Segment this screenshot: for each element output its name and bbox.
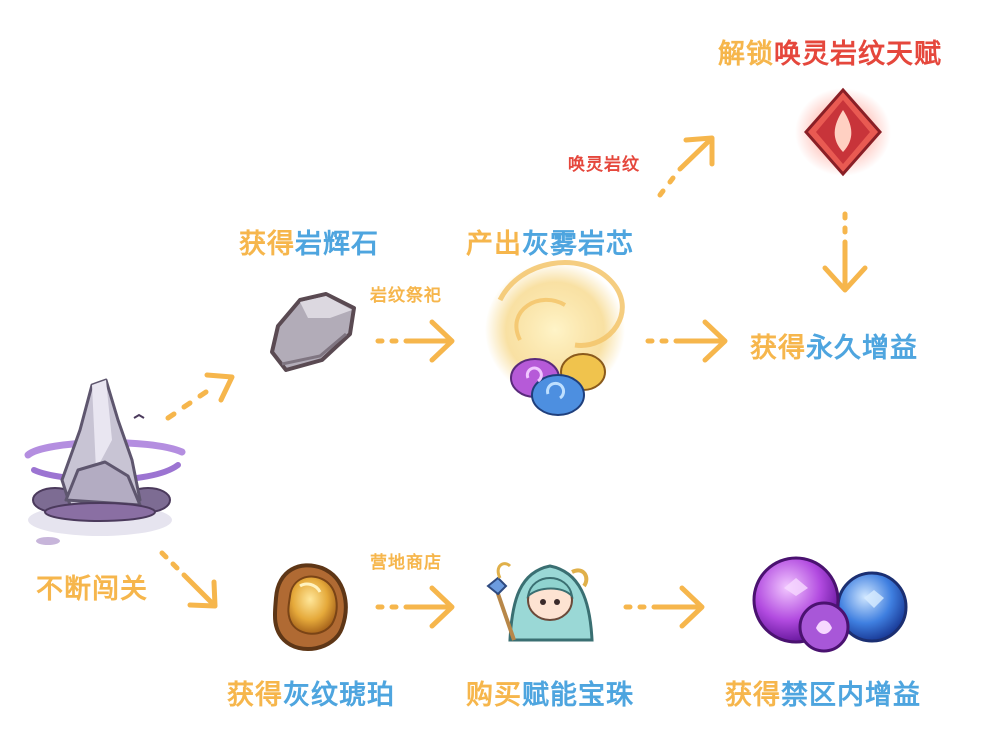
label-permanent: 获得永久增益	[750, 326, 918, 365]
label-core: 产出灰雾岩芯	[466, 222, 634, 261]
purple-blue-orbs-icon	[752, 556, 908, 653]
arrow-amber-to-orb	[375, 585, 455, 629]
label-rock-prefix: 获得	[239, 229, 295, 260]
label-permanent-highlight: 永久增益	[806, 333, 918, 364]
label-amber-highlight: 灰纹琥珀	[283, 680, 395, 711]
edge-label-core-to-talent: 唤灵岩纹	[568, 155, 640, 175]
label-amber-prefix: 获得	[227, 680, 283, 711]
label-core-highlight: 灰雾岩芯	[522, 229, 634, 260]
label-talent-prefix: 解锁	[718, 39, 774, 70]
label-core-prefix: 产出	[466, 229, 522, 260]
red-crystal-talent-icon	[795, 87, 891, 177]
label-stage: 不断闯关	[36, 574, 148, 605]
label-rock: 获得岩辉石	[239, 222, 379, 261]
arrow-stage-to-rock	[165, 372, 235, 421]
rocky-mountain-icon	[24, 378, 186, 545]
arrow-stage-to-amber	[159, 550, 218, 609]
label-orb-highlight: 赋能宝珠	[522, 680, 634, 711]
label-rock-highlight: 岩辉石	[295, 229, 379, 260]
label-permanent-prefix: 获得	[750, 333, 806, 364]
label-orb: 购买赋能宝珠	[466, 673, 634, 712]
label-zone: 获得禁区内增益	[725, 673, 921, 712]
arrow-core-to-talent	[657, 135, 715, 198]
amber-stone-icon	[272, 563, 348, 651]
arrow-talent-to-permanent	[822, 211, 868, 293]
arrow-core-to-permanent	[645, 319, 728, 363]
label-talent-highlight: 唤灵岩纹天赋	[774, 39, 942, 70]
gray-rock-icon	[270, 292, 356, 372]
label-zone-highlight: 禁区内增益	[781, 680, 921, 711]
label-amber: 获得灰纹琥珀	[227, 673, 395, 712]
mage-character-icon	[486, 562, 594, 642]
arrow-orb-to-zone	[623, 585, 705, 629]
label-orb-prefix: 购买	[466, 680, 522, 711]
label-talent: 解锁唤灵岩纹天赋	[718, 32, 942, 71]
label-zone-prefix: 获得	[725, 680, 781, 711]
edge-label-amber-to-orb: 营地商店	[370, 553, 442, 573]
arrow-rock-to-core	[375, 319, 455, 363]
mist-rock-core-icon	[485, 260, 625, 416]
edge-label-rock-to-core: 岩纹祭祀	[370, 286, 442, 306]
